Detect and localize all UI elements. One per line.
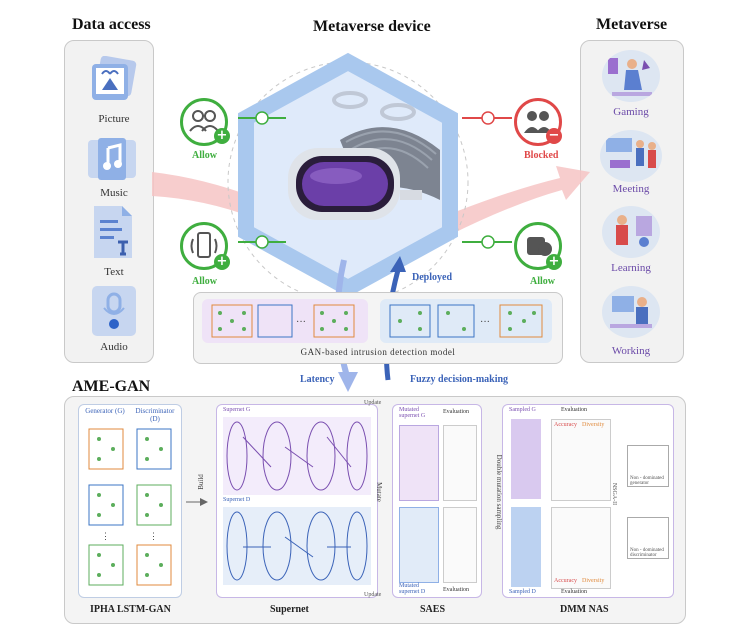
svg-text:⋮: ⋮ [149, 531, 158, 541]
sampled-d-column [511, 507, 541, 587]
mutated-d-label: Mutated supernet D [399, 583, 426, 595]
ame-gan-header: AME-GAN [72, 378, 151, 395]
allow-plus-icon-2: + [214, 254, 230, 270]
nd-generator-label: Non - dominated generator [630, 476, 664, 486]
update-bottom-label: Update [364, 592, 382, 598]
dmm-nas-box: Sampled G Evaluation Accuracy Diversity … [502, 404, 674, 598]
text-label: Text [104, 266, 124, 278]
evaluation-label-4: Evaluation [561, 589, 587, 595]
gan-model-box: ··· ··· GAN-based intrusion detection mo… [193, 292, 563, 364]
evaluation-d-list [443, 507, 477, 583]
accuracy-top-label: Accuracy [554, 422, 577, 428]
users-blocked-icon[interactable] [514, 98, 562, 146]
supernet-g-label: Supernet G [223, 407, 251, 413]
vr-headset-image [280, 90, 450, 240]
evaluation-g-grid: Accuracy Diversity [551, 419, 611, 501]
allow-label-bottom-right: Allow [530, 276, 555, 287]
data-access-header: Data access [72, 16, 151, 33]
update-top-label: Update [364, 400, 382, 406]
svg-text:···: ··· [296, 317, 306, 328]
learning-label: Learning [611, 262, 651, 274]
supernet-section-label: Supernet [270, 604, 309, 615]
audio-label: Audio [100, 341, 128, 353]
supernet-box: Supernet G Supernet D [216, 404, 378, 598]
nd-generator-box: Non - dominated generator [627, 445, 669, 487]
sampled-d-label: Sampled D [509, 589, 536, 595]
meeting-label: Meeting [612, 183, 650, 195]
svg-text:···: ··· [480, 317, 490, 328]
latency-label: Latency [300, 374, 335, 385]
allow-plus-icon: + [214, 128, 230, 144]
build-arrow [186, 494, 208, 512]
app-allow-icon[interactable] [514, 222, 562, 270]
nd-discriminator-label: Non - dominated discriminator [630, 548, 664, 558]
evaluation-label-3: Evaluation [561, 407, 587, 413]
meeting-icon[interactable] [600, 130, 662, 182]
mutated-d-stack [399, 507, 439, 583]
allow-label-bottom-left: Allow [192, 276, 217, 287]
fuzzy-label: Fuzzy decision-making [410, 374, 509, 385]
accuracy-bottom-label: Accuracy [554, 578, 577, 584]
nsga-label: NSGA-II [611, 482, 618, 506]
mutated-g-label: Mutated supernet G [399, 407, 426, 419]
mutated-g-stack [399, 425, 439, 501]
gan-model-title: GAN-based intrusion detection model [300, 347, 456, 357]
allow-label-top: Allow [192, 150, 217, 161]
discriminator-mini-net: ··· [380, 299, 552, 343]
saes-section-label: SAES [420, 604, 446, 615]
evaluation-label-2: Evaluation [443, 587, 469, 593]
device-header: Metaverse device [313, 18, 431, 35]
diversity-top-label: Diversity [582, 422, 605, 428]
audio-icon[interactable] [90, 284, 138, 338]
svg-text:⋮: ⋮ [101, 531, 110, 541]
evaluation-g-list [443, 425, 477, 501]
metaverse-header: Metaverse [596, 16, 668, 33]
ipha-section-label: IPHA LSTM-GAN [90, 604, 171, 615]
gaming-label: Gaming [613, 106, 649, 118]
nd-discriminator-box: Non - dominated discriminator [627, 517, 669, 559]
music-icon[interactable] [86, 136, 138, 182]
sampled-g-label: Sampled G [509, 407, 536, 413]
users-allow-icon[interactable] [180, 98, 228, 146]
supernet-d-label: Supernet D [223, 497, 251, 503]
dmm-section-label: DMM NAS [560, 604, 609, 615]
generator-label: Generator (G) [85, 407, 125, 415]
build-label: Build [197, 474, 205, 490]
ipha-box: Generator (G) Discriminator (D) ⋮ ⋮ [78, 404, 182, 598]
text-icon[interactable] [90, 204, 136, 260]
discriminator-label: Discriminator (D) [135, 407, 175, 423]
evaluation-d-grid: Accuracy Diversity [551, 507, 611, 589]
blocked-minus-icon: − [546, 128, 562, 144]
picture-icon[interactable] [88, 55, 138, 106]
evaluation-label-1: Evaluation [443, 409, 469, 415]
saes-box: Mutated supernet G Evaluation Mutated su… [392, 404, 482, 598]
mutate-label: Mutate [375, 482, 383, 502]
music-label: Music [100, 187, 128, 199]
sampled-g-column [511, 419, 541, 499]
gaming-icon[interactable] [602, 50, 660, 102]
picture-label: Picture [98, 113, 130, 125]
allow-plus-icon-3: + [546, 254, 562, 270]
learning-icon[interactable] [602, 206, 660, 258]
working-icon[interactable] [602, 286, 660, 338]
diversity-bottom-label: Diversity [582, 578, 605, 584]
deployed-label: Deployed [412, 272, 452, 283]
generator-mini-net: ··· [202, 299, 368, 343]
phone-allow-icon[interactable] [180, 222, 228, 270]
blocked-label: Blocked [524, 150, 559, 161]
working-label: Working [611, 345, 651, 357]
